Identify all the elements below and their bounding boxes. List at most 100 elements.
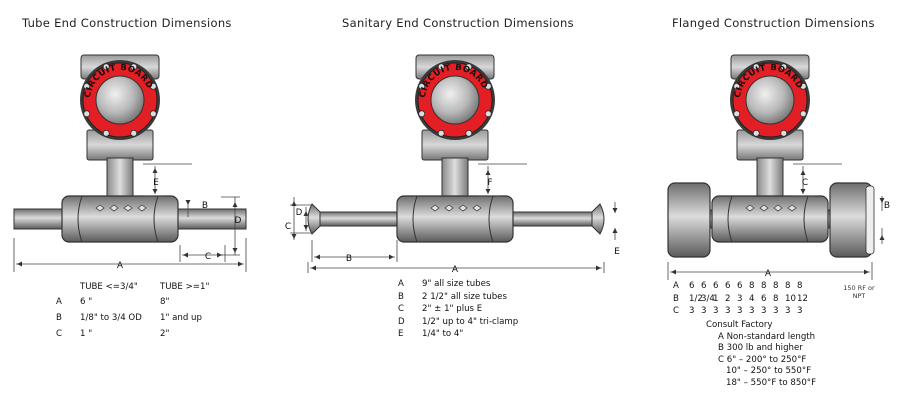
ring-bolt xyxy=(437,129,445,137)
row-value: 3 xyxy=(725,306,731,316)
row-value: 1" and up xyxy=(160,313,202,323)
body-bolt xyxy=(444,204,454,212)
row-value: 8 xyxy=(785,281,791,291)
ring-bolt xyxy=(752,129,760,137)
ring-bolt xyxy=(102,63,110,71)
consult-factory-heading: Consult Factory xyxy=(706,320,773,330)
flow-meter: CIRCUIT BOARD xyxy=(61,54,179,243)
dimension-label: A xyxy=(117,261,124,271)
row-value: 1/2 xyxy=(689,293,703,304)
row-value: 6 xyxy=(713,281,719,291)
consult-note: A Non-standard length xyxy=(718,331,816,342)
row-value: 8" xyxy=(160,297,170,307)
row-value: 6 xyxy=(737,281,743,291)
consult-note: 10" – 250° to 550°F xyxy=(726,366,812,376)
gauge-face xyxy=(430,75,480,125)
flange-left xyxy=(667,182,711,258)
ring-bolt xyxy=(102,129,110,137)
arrowhead xyxy=(879,235,885,240)
ring-bolt xyxy=(780,129,788,137)
ring-bolt xyxy=(149,82,157,90)
row-key: C xyxy=(398,304,405,314)
ferrule-left xyxy=(307,203,321,235)
tube-table-row: B 1/8" to 3/4 OD 1" and up xyxy=(56,310,209,327)
dimension-label: B xyxy=(202,201,208,211)
ring-bolt xyxy=(83,82,91,90)
dimension-label: C xyxy=(285,222,291,232)
row-value: 3 xyxy=(773,306,779,316)
body-bolt xyxy=(759,204,769,212)
body-seam xyxy=(153,195,159,243)
row-value: 6 xyxy=(761,293,767,304)
ring-bolt xyxy=(752,63,760,71)
row-value: 3/4 xyxy=(701,293,715,304)
dimension-label: E xyxy=(153,178,159,188)
body-bolt xyxy=(123,204,133,212)
body-bolt xyxy=(458,204,468,212)
arrowhead xyxy=(596,265,601,271)
consult-factory-notes: Consult Factory A Non-standard length B … xyxy=(706,320,816,389)
tube-header-small: TUBE <=3/4" xyxy=(80,282,138,292)
dimension-label: D xyxy=(235,216,242,226)
flange-face xyxy=(865,185,875,255)
ring-bolt xyxy=(484,82,492,90)
dimension-label: F xyxy=(487,178,492,188)
arrowhead xyxy=(671,269,676,275)
row-key: C xyxy=(673,306,680,316)
arrowhead xyxy=(303,225,309,230)
row-key: B xyxy=(56,313,62,323)
body-bolt xyxy=(95,204,105,212)
row-value: 3 xyxy=(797,306,803,316)
row-value: 2" xyxy=(160,329,170,339)
ring-bolt xyxy=(437,63,445,71)
row-value: 6 " xyxy=(80,297,93,307)
ring-bolt xyxy=(418,82,426,90)
arrowhead xyxy=(185,200,191,205)
meter-neck xyxy=(441,157,469,201)
ring-bolt xyxy=(465,63,473,71)
ring-bolt xyxy=(130,129,138,137)
arrowhead xyxy=(612,228,618,233)
row-key: A xyxy=(398,279,404,289)
row-value: 6 xyxy=(701,281,707,291)
row-key: B xyxy=(673,293,679,304)
ring-bolt xyxy=(465,129,473,137)
ring-bolt xyxy=(799,110,807,118)
arrowhead xyxy=(311,265,316,271)
ferrule-right xyxy=(591,203,605,235)
row-value: 8 xyxy=(797,281,803,291)
body-seam xyxy=(412,195,418,243)
arrowhead xyxy=(315,254,320,260)
row-value: 3 xyxy=(689,306,695,316)
dimension-label: C xyxy=(205,252,211,262)
body-seam xyxy=(77,195,83,243)
flow-meter: CIRCUIT BOARD xyxy=(711,54,829,243)
row-value: 8 xyxy=(761,281,767,291)
meter-body xyxy=(61,195,179,243)
row-value: 3 xyxy=(749,306,755,316)
dimension-label: D xyxy=(296,208,303,218)
row-value: 10 xyxy=(785,293,796,304)
row-key: D xyxy=(398,316,405,327)
row-value: 1/4" to 4" xyxy=(422,329,464,339)
arrowhead xyxy=(864,269,869,275)
arrowhead xyxy=(291,201,297,206)
row-value: 8 xyxy=(773,293,779,304)
consult-note: C 6" – 200° to 250°F xyxy=(718,354,807,365)
tube-table-header: TUBE <=3/4" TUBE >=1" xyxy=(56,280,209,295)
meter-neck xyxy=(106,157,134,201)
row-key: A xyxy=(673,281,679,291)
arrowhead xyxy=(485,170,491,175)
dimension-label: B xyxy=(884,201,890,211)
ring-bolt xyxy=(799,82,807,90)
row-value: 1/2" up to 4" tri-clamp xyxy=(422,316,519,327)
ring-bolt xyxy=(149,110,157,118)
row-key: C xyxy=(56,329,63,339)
body-bolt xyxy=(787,204,797,212)
